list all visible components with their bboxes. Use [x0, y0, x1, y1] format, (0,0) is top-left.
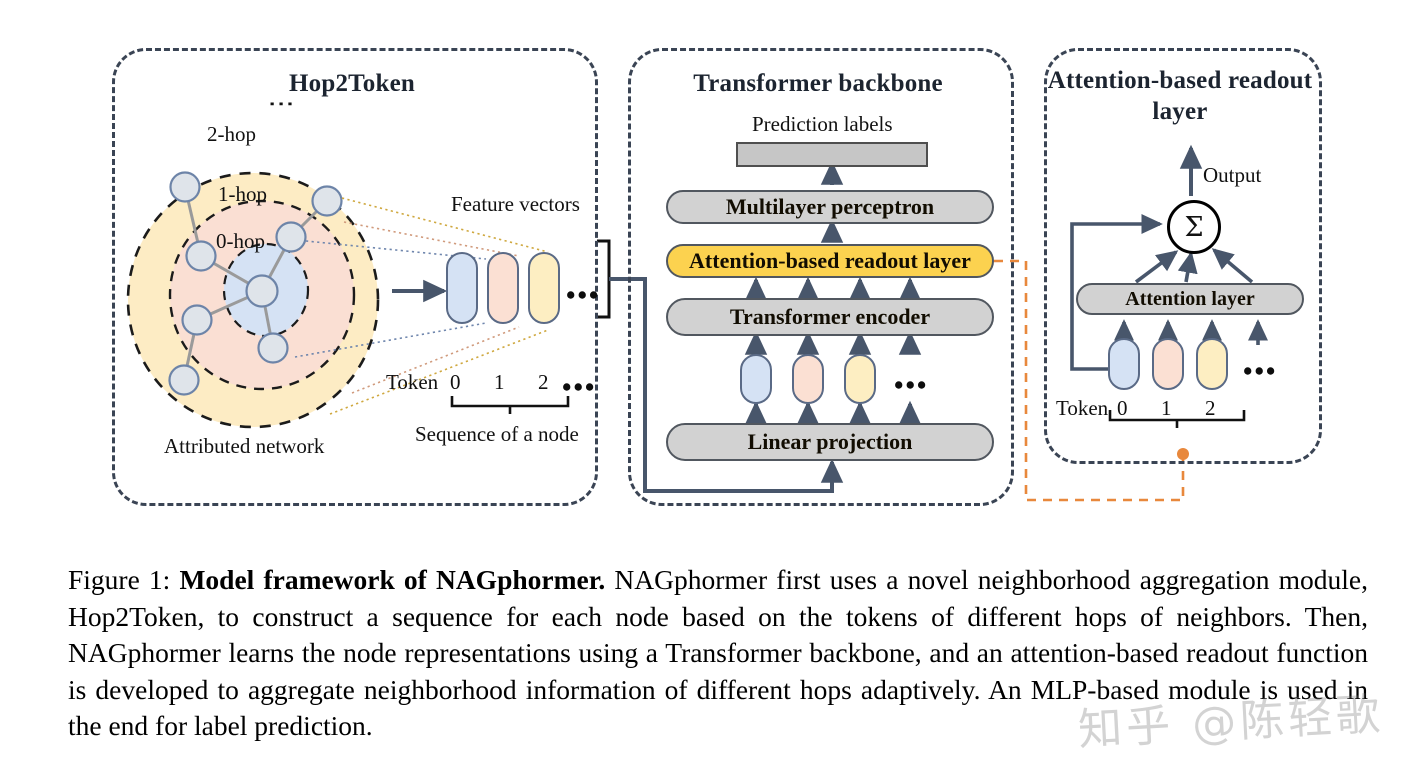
graph-nodes [168, 171, 343, 396]
panel-title-attention-readout: Attention-based readout layer [1047, 67, 1313, 125]
readout-token-index-2: 2 [1205, 396, 1216, 420]
backbone-arrows [744, 160, 922, 425]
readout-pill-token-1 [1152, 338, 1184, 390]
token-label-readout: Token [1056, 396, 1109, 420]
hop-label-2: 2-hop [207, 122, 256, 146]
panel-attention-readout [1044, 48, 1322, 464]
panel-transformer-backbone [628, 48, 1014, 506]
attention-to-sum-arrows [1134, 248, 1254, 284]
feature-pill-token-1 [487, 252, 519, 324]
graph-node [168, 364, 200, 396]
linear-projection-block[interactable]: Linear projection [666, 423, 994, 461]
readout-pill-token-0 [1108, 338, 1140, 390]
caption-prefix: Figure 1: [68, 564, 180, 595]
backbone-pill-token-2 [844, 354, 876, 404]
graph-node-center [245, 274, 279, 308]
attention-based-readout-layer-block[interactable]: Attention-based readout layer [666, 244, 994, 278]
readout-link-dashed [994, 259, 1185, 502]
hop-to-token-fan [294, 197, 549, 415]
readout-pill-token-2 [1196, 338, 1228, 390]
readout-pill-ellipsis: ••• [1243, 356, 1278, 386]
graph-node [275, 221, 307, 253]
caption-body: NAGphormer first uses a novel neighborho… [68, 564, 1368, 742]
figure-diagram: Hop2Token Transformer backbone Attention… [112, 48, 1322, 506]
token-index-1: 1 [494, 370, 505, 394]
skip-connection-arrow [1070, 213, 1163, 371]
backbone-pill-token-0 [740, 354, 772, 404]
hop-label-0: 0-hop [216, 229, 265, 253]
feature-pill-ellipsis: ••• [566, 280, 601, 310]
panel-title-transformer-backbone: Transformer backbone [693, 70, 943, 97]
attributed-network-label: Attributed network [164, 434, 325, 458]
token-index-2: 2 [538, 370, 549, 394]
readout-token-index-0: 0 [1117, 396, 1128, 420]
sum-node-icon: Σ [1167, 200, 1221, 254]
caption-bold-title: Model framework of NAGphormer. [179, 564, 606, 595]
graph-node [169, 171, 201, 203]
feature-pill-token-2 [528, 252, 560, 324]
diagram-vector-layer [126, 144, 1269, 502]
panel-hop2token [112, 48, 598, 506]
attention-layer-block[interactable]: Attention layer [1076, 283, 1304, 315]
feature-pill-token-0 [446, 252, 478, 324]
transformer-encoder-block[interactable]: Transformer encoder [666, 298, 994, 336]
output-label: Output [1203, 163, 1262, 187]
sequence-of-a-node-label: Sequence of a node [415, 422, 579, 446]
token-label-hop2token: Token [386, 370, 439, 394]
token-index-0: 0 [450, 370, 461, 394]
readout-token-index-1: 1 [1161, 396, 1172, 420]
graph-node [181, 304, 213, 336]
readout-link-anchor-dot [1177, 448, 1189, 460]
token-index-ellipsis: ••• [562, 372, 597, 402]
backbone-pill-ellipsis: ••• [894, 370, 929, 400]
panel-title-hop2token: Hop2Token [289, 70, 415, 97]
backbone-pill-token-1 [792, 354, 824, 404]
feature-vectors-label: Feature vectors [451, 192, 580, 216]
vertical-dots-icon: ⋮ [266, 91, 296, 117]
prediction-labels-bar [736, 142, 928, 167]
graph-node [311, 185, 343, 217]
prediction-labels-label: Prediction labels [752, 112, 893, 136]
multilayer-perceptron-block[interactable]: Multilayer perceptron [666, 190, 994, 224]
graph-node [185, 240, 217, 272]
hop-label-1: 1-hop [218, 182, 267, 206]
figure-caption: Figure 1: Model framework of NAGphormer.… [68, 562, 1368, 745]
graph-node [257, 332, 289, 364]
